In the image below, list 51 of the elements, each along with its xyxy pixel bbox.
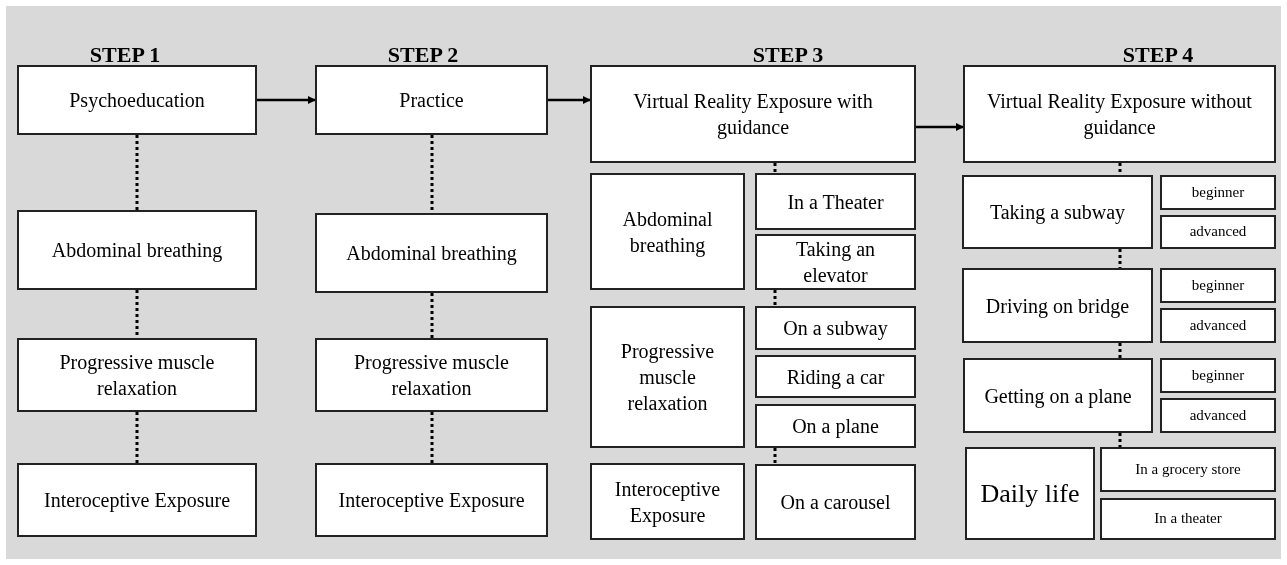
text-box: Riding a car <box>755 355 916 398</box>
text-box: In a grocery store <box>1100 447 1276 492</box>
dotted-connector <box>1118 249 1122 268</box>
text-box: Progressive muscle relaxation <box>17 338 257 412</box>
text-box: Virtual Reality Exposure with guidance <box>590 65 916 163</box>
text-box: In a Theater <box>755 173 916 230</box>
step-heading: STEP 4 <box>1121 44 1195 66</box>
text-box: Practice <box>315 65 548 135</box>
text-box: advanced <box>1160 398 1276 433</box>
text-box: beginner <box>1160 268 1276 303</box>
step-heading: STEP 2 <box>386 44 460 66</box>
text-box: Abdominal breathing <box>17 210 257 290</box>
dotted-connector <box>430 293 434 338</box>
dotted-connector <box>1118 433 1122 447</box>
text-box: Psychoeducation <box>17 65 257 135</box>
text-box: advanced <box>1160 215 1276 249</box>
text-box: Virtual Reality Exposure without guidance <box>963 65 1276 163</box>
dotted-connector <box>773 163 777 173</box>
dotted-connector <box>773 448 777 464</box>
text-box: Taking a subway <box>962 175 1153 249</box>
text-box: beginner <box>1160 175 1276 210</box>
dotted-connector <box>430 135 434 213</box>
text-box: On a subway <box>755 306 916 350</box>
text-box: Interoceptive Exposure <box>17 463 257 537</box>
text-box: Taking an elevator <box>755 234 916 290</box>
text-box: beginner <box>1160 358 1276 393</box>
text-box: Driving on bridge <box>962 268 1153 343</box>
arrow <box>548 96 591 104</box>
text-box: On a plane <box>755 404 916 448</box>
text-box: advanced <box>1160 308 1276 343</box>
text-box: Progressive muscle relaxation <box>315 338 548 412</box>
text-box: Getting on a plane <box>963 358 1153 433</box>
arrow <box>257 96 316 104</box>
dotted-connector <box>135 135 139 210</box>
text-box: In a theater <box>1100 498 1276 540</box>
arrow <box>916 123 964 131</box>
dotted-connector <box>430 412 434 463</box>
dotted-connector <box>1118 343 1122 358</box>
dotted-connector <box>135 412 139 463</box>
dotted-connector <box>1118 163 1122 175</box>
dotted-connector <box>135 290 139 338</box>
text-box: Interoceptive Exposure <box>315 463 548 537</box>
text-box: Interoceptive Exposure <box>590 463 745 540</box>
dotted-connector <box>773 290 777 306</box>
text-box: Daily life <box>965 447 1095 540</box>
step-heading: STEP 1 <box>88 44 162 66</box>
step-heading: STEP 3 <box>751 44 825 66</box>
text-box: Abdominal breathing <box>315 213 548 293</box>
text-box: Progressive muscle relaxation <box>590 306 745 448</box>
text-box: Abdominal breathing <box>590 173 745 290</box>
text-box: On a carousel <box>755 464 916 540</box>
